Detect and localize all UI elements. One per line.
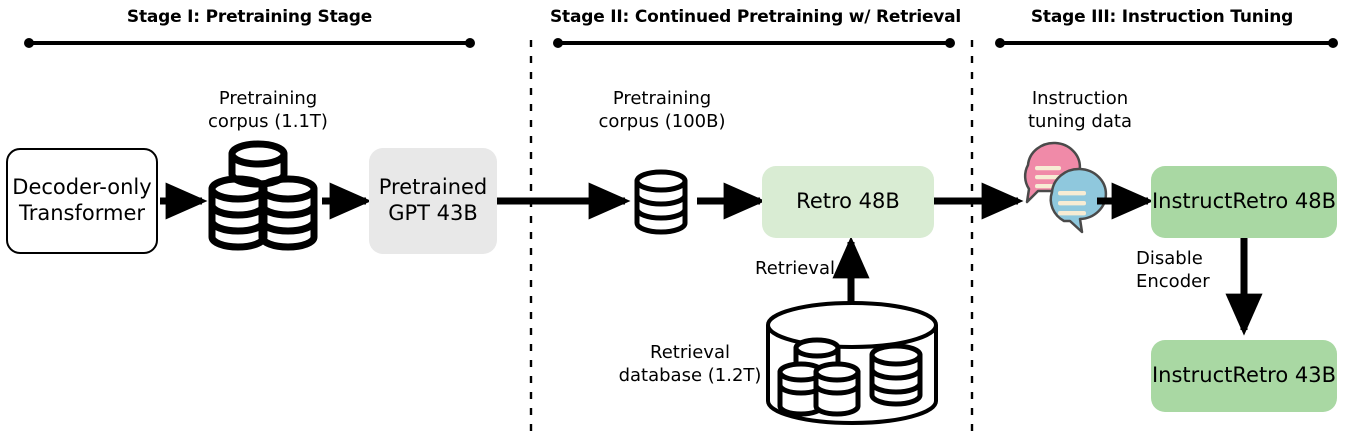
node-instructretro-43b[interactable]: InstructRetro 43B [1151,340,1337,412]
chat-bubbles-icon [1023,141,1108,234]
node-retro-label: Retro 48B [796,189,900,214]
node-decoder-only-transformer[interactable]: Decoder-only Transformer [6,148,158,254]
caption-disable-encoder: Disable Encoder [1136,248,1232,293]
stage-rule-3 [995,38,1338,48]
caption-corpus11t-line2: corpus (1.1T) [208,110,328,132]
stage-title-2: Stage II: Continued Pretraining w/ Retri… [550,7,962,27]
caption-pretraining-corpus-100b: Pretraining corpus (100B) [580,88,744,133]
node-gpt-line2: GPT 43B [388,201,478,225]
caption-retrdb-line1: Retrieval [650,342,730,363]
caption-corpus100b-line1: Pretraining [612,88,712,109]
database-container-icon [766,301,938,425]
node-gpt-line1: Pretrained [378,175,488,200]
caption-retrieval-database: Retrieval database (1.2T) [608,342,772,387]
caption-pretraining-corpus-1-1t: Pretraining corpus (1.1T) [186,88,350,133]
caption-instrdata-line2: tuning data [1028,110,1132,132]
node-instructretro43b-label: InstructRetro 43B [1151,363,1337,388]
stage-rule-2 [553,38,955,48]
node-instructretro-48b[interactable]: InstructRetro 48B [1151,166,1337,238]
node-instructretro48b-label: InstructRetro 48B [1151,189,1337,214]
node-decoder-line2: Transformer [18,201,145,225]
caption-instrdata-line1: Instruction [1031,88,1129,109]
caption-retrieval-text: Retrieval [755,258,835,279]
node-decoder-line1: Decoder-only [12,175,152,200]
caption-retrdb-line2: database (1.2T) [618,364,762,386]
caption-retrieval-arrow-label: Retrieval [740,258,850,281]
node-retro-48b[interactable]: Retro 48B [762,166,934,238]
stage-title-3: Stage III: Instruction Tuning [1030,7,1294,27]
database-stack-icon [208,140,318,251]
caption-disable-line1: Disable [1136,248,1203,269]
stage-rule-1 [24,38,475,48]
caption-disable-line2: Encoder [1136,270,1210,292]
caption-corpus11t-line1: Pretraining [218,88,318,109]
database-cylinder-icon [634,169,688,235]
stage-title-1: Stage I: Pretraining Stage [126,7,373,27]
node-pretrained-gpt-43b[interactable]: Pretrained GPT 43B [369,148,497,254]
caption-instruction-tuning-data: Instruction tuning data [1000,88,1160,133]
database-container-inner-icons [777,337,923,417]
caption-corpus100b-line2: corpus (100B) [598,110,726,132]
